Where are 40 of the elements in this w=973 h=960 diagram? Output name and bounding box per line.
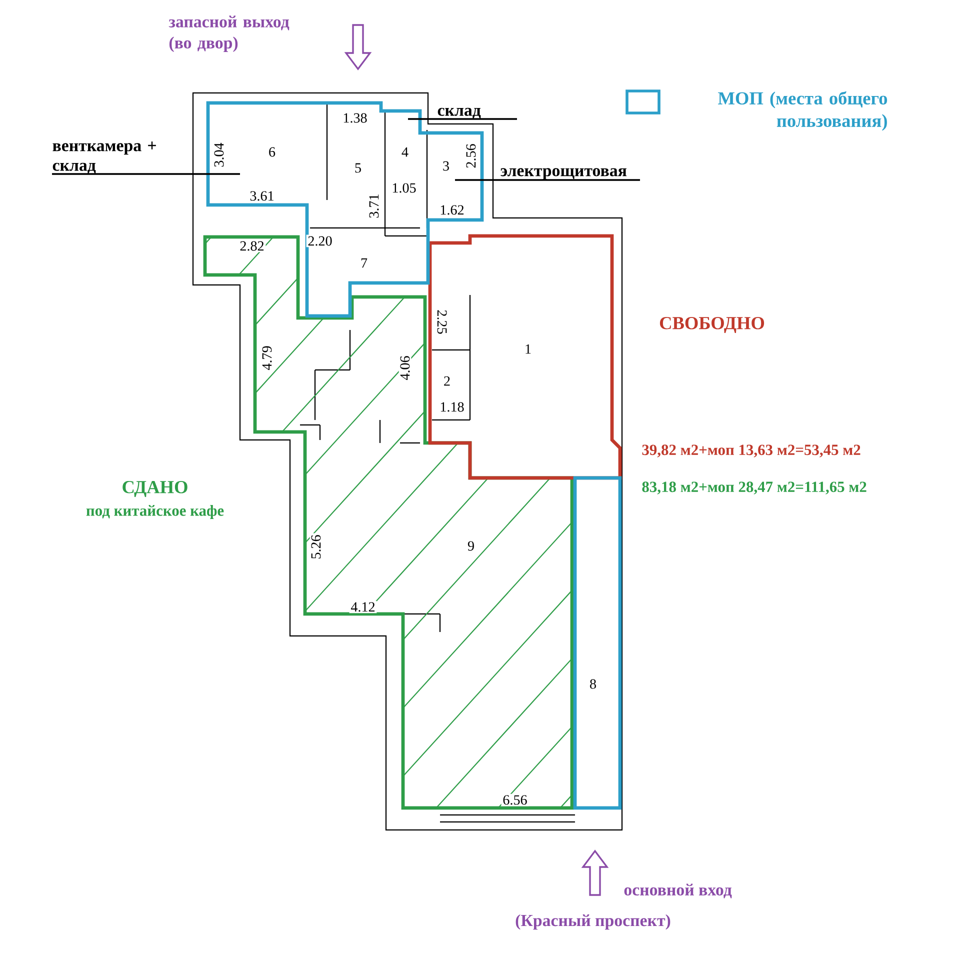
leader-line bbox=[408, 118, 517, 120]
room-number: 2 bbox=[442, 374, 452, 388]
room-number: 8 bbox=[588, 678, 598, 690]
room-number: 4 bbox=[400, 146, 410, 158]
status-label: СВОБОДНО bbox=[660, 316, 764, 333]
room-number: 6 bbox=[267, 146, 277, 158]
status-label: под китайское кафе bbox=[86, 504, 224, 519]
dimension-label: 6.56 bbox=[501, 794, 529, 806]
room-number: 9 bbox=[466, 540, 476, 552]
dimension-label: 1.38 bbox=[341, 112, 369, 124]
area-text: 83,18 м2+моп 28,47 м2=111,65 м2 bbox=[642, 482, 866, 494]
dimension-label: 3.71 bbox=[368, 192, 380, 220]
dimension-label: 5.26 bbox=[310, 533, 322, 561]
room-number: 3 bbox=[441, 160, 451, 172]
legend-text: МОП (места общего пользования) bbox=[718, 91, 888, 131]
dimension-label: 1.18 bbox=[438, 400, 466, 414]
dimension-label: 3.61 bbox=[248, 190, 276, 202]
leader-line bbox=[52, 173, 240, 175]
dimension-label: 2.25 bbox=[436, 308, 448, 336]
room-number: 5 bbox=[353, 162, 363, 174]
exit-caption: запасной выход (во двор) bbox=[168, 16, 290, 52]
dimension-label: 4.79 bbox=[260, 344, 274, 372]
dimension-label: 2.82 bbox=[238, 240, 266, 252]
room-label: венткамера + склад bbox=[52, 142, 156, 174]
room-number: 7 bbox=[359, 256, 369, 269]
room-label: склад bbox=[438, 108, 481, 119]
status-label: СДАНО bbox=[122, 480, 188, 497]
room-number: 1 bbox=[523, 342, 533, 356]
dimension-label: 1.05 bbox=[390, 182, 418, 194]
dimension-label: 3.04 bbox=[212, 141, 226, 169]
leader-line bbox=[455, 179, 640, 181]
entrance-caption: (Красный проспект) bbox=[516, 914, 670, 930]
dimension-label: 4.06 bbox=[398, 354, 412, 382]
dimension-label: 4.12 bbox=[349, 600, 377, 614]
room-label: электрощитовая bbox=[500, 168, 627, 180]
area-text: 39,82 м2+моп 13,63 м2=53,45 м2 bbox=[642, 444, 860, 458]
entrance-caption: основной вход bbox=[624, 884, 732, 898]
dimension-label: 2.20 bbox=[306, 234, 334, 248]
dimension-label: 2.56 bbox=[464, 142, 478, 170]
dimension-label: 1.62 bbox=[438, 204, 466, 216]
